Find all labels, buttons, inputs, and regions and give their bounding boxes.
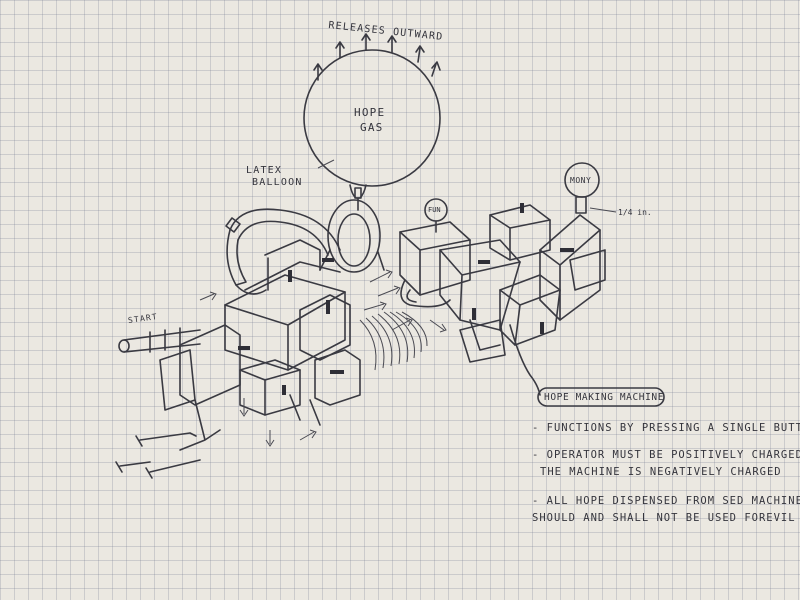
gas-label: GAS	[360, 121, 383, 135]
right-machine-body	[460, 205, 605, 362]
fraction-label: 1/4 in.	[618, 206, 652, 220]
money-gauge-label: MONY	[570, 174, 591, 188]
fun-gauge-label: FUN	[428, 203, 441, 217]
note-single-button: - FUNCTIONS BY PRESSING A SINGLE BUTTON	[532, 420, 800, 437]
balloon-label: BALLOON	[252, 176, 303, 190]
note-dispense-line-1: - ALL HOPE DISPENSED FROM SED MACHINE	[532, 493, 800, 510]
start-pipe	[119, 328, 200, 352]
fan-lines	[360, 312, 427, 370]
machine-title-label: HOPE MAKING MACHINE	[544, 391, 664, 405]
note-charge-line-1: - OPERATOR MUST BE POSITIVELY CHARGED AS…	[532, 447, 800, 464]
hope-label: HOPE	[354, 106, 385, 120]
money-gauge	[565, 163, 616, 213]
tube-loop	[226, 209, 340, 294]
screws	[116, 433, 200, 478]
note-dispense-line-2: SHOULD AND SHALL NOT BE USED FOREVIL	[532, 510, 796, 527]
note-charge-line-2: THE MACHINE IS NEGATIVELY CHARGED	[540, 464, 782, 481]
